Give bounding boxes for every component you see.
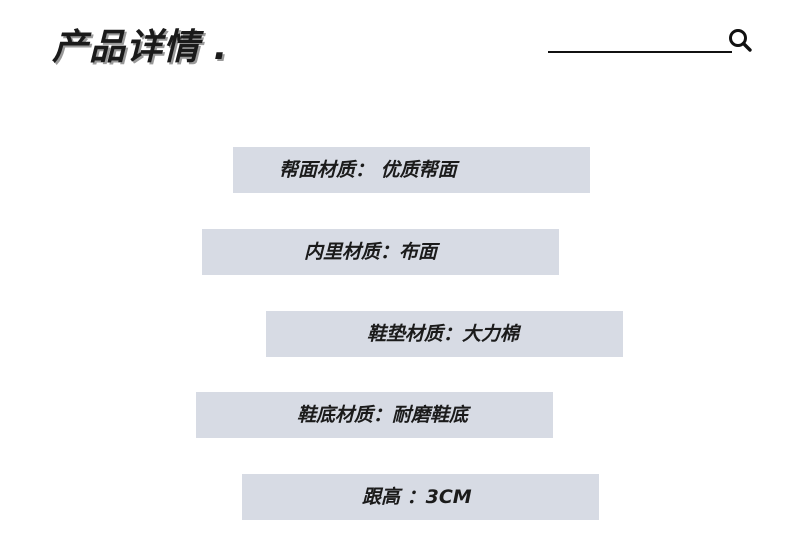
spec-insole-material-text: 鞋垫材质：大力棉 — [367, 323, 520, 345]
spec-row-insole-material: 鞋垫材质：大力棉 — [266, 311, 623, 357]
spec-row-heel-height: 跟高 ：3CM — [242, 474, 599, 520]
search-underline — [548, 51, 732, 53]
spec-row-sole-material: 鞋底材质：耐磨鞋底 — [196, 392, 553, 438]
spec-row-lining-material: 内里材质：布面 — [202, 229, 559, 275]
spec-sole-material-text: 鞋底材质：耐磨鞋底 — [297, 404, 469, 426]
spec-upper-material-text: 帮面材质： 优质帮面 — [279, 159, 457, 181]
page-title: 产品详情 . — [52, 27, 229, 68]
spec-row-upper-material: 帮面材质： 优质帮面 — [233, 147, 590, 193]
search-icon[interactable] — [727, 27, 753, 53]
spec-heel-height-text: 跟高 ：3CM — [362, 486, 472, 508]
spec-lining-material-text: 内里材质：布面 — [304, 241, 438, 263]
